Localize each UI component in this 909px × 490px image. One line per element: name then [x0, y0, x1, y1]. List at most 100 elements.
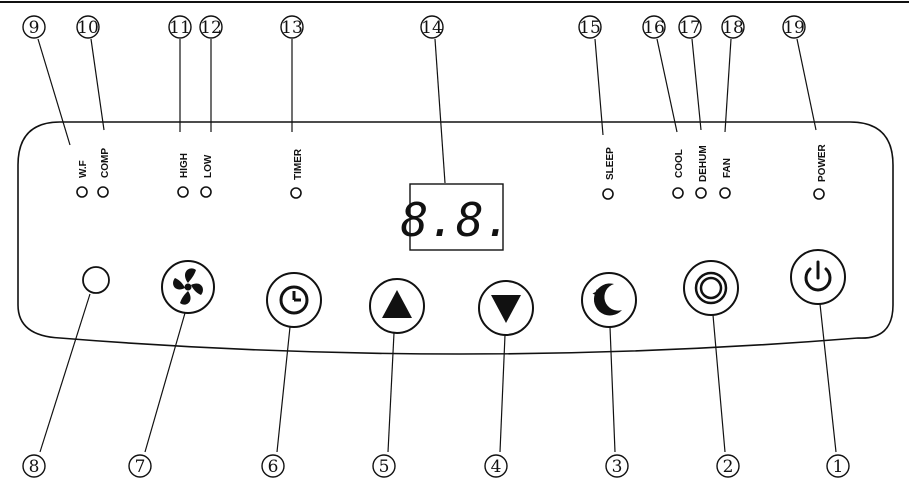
- callout-number: 9: [29, 18, 40, 38]
- callout-number: 16: [643, 18, 665, 38]
- leader-line: [819, 303, 837, 453]
- indicator-label: DEHUM: [698, 145, 709, 182]
- up-button[interactable]: [369, 278, 425, 334]
- button-ring[interactable]: [683, 260, 739, 316]
- callout-number: 18: [722, 18, 744, 38]
- led-icon: [76, 186, 88, 198]
- indicator-label: COMP: [100, 148, 111, 178]
- callout-number: 10: [77, 18, 99, 38]
- clock-icon: [279, 285, 309, 315]
- leader-line: [691, 38, 702, 131]
- indicator-wf: 9 W.F: [22, 15, 89, 198]
- leader-line: [276, 326, 291, 453]
- led-icon: [602, 188, 614, 200]
- indicator-label: SLEEP: [605, 147, 616, 180]
- leader-line: [37, 38, 71, 146]
- led-icon: [200, 186, 212, 198]
- power-icon: [804, 260, 832, 292]
- indicator-dehum: 17 DEHUM: [678, 15, 709, 199]
- callout-number: 7: [135, 457, 146, 477]
- display: 14 8.8.: [401, 15, 512, 251]
- down-button[interactable]: [478, 280, 534, 336]
- leader-line: [712, 314, 726, 453]
- callout-circle: [372, 454, 396, 478]
- triangle-down-icon: [491, 295, 521, 323]
- led-icon: [672, 187, 684, 199]
- indicator-label: TIMER: [293, 148, 304, 180]
- plain-button-icon[interactable]: [82, 266, 110, 294]
- callout-number: 12: [200, 18, 222, 38]
- indicator-label: W.F: [78, 160, 89, 178]
- led-icon: [290, 187, 302, 199]
- leader-line: [724, 38, 732, 133]
- indicator-label: FAN: [722, 158, 733, 178]
- leader-line: [39, 293, 91, 453]
- indicator-power: 19 POWER: [782, 15, 828, 200]
- callout-number: 3: [612, 457, 623, 477]
- indicator-cool: 16 COOL: [642, 15, 685, 199]
- display-frame: [409, 183, 504, 251]
- callout-circle: [578, 15, 602, 39]
- sleep-button[interactable]: [581, 272, 637, 328]
- callout-circle: [642, 15, 666, 39]
- led-icon: [813, 188, 825, 200]
- callout-number: 8: [29, 457, 40, 477]
- callout-number: 14: [421, 18, 443, 38]
- callout-number: 17: [679, 18, 701, 38]
- leader-line: [434, 38, 446, 184]
- leader-line: [90, 38, 105, 131]
- leader-line: [609, 326, 616, 453]
- display-digits: 8.8.: [401, 193, 512, 247]
- callout-circle: [22, 454, 46, 478]
- callout-circle: [280, 15, 304, 39]
- triangle-up-icon: [382, 290, 412, 318]
- moon-stars-icon: [592, 283, 622, 316]
- leader-line: [594, 38, 604, 136]
- callout-circle: [168, 15, 192, 39]
- indicator-label: LOW: [203, 154, 214, 178]
- mode-button[interactable]: [683, 260, 739, 316]
- led-icon: [97, 186, 109, 198]
- callout-circle: [782, 15, 806, 39]
- indicator-fan: 18 FAN: [719, 15, 745, 199]
- indicator-sleep: 15 SLEEP: [578, 15, 616, 200]
- timer-button[interactable]: [266, 272, 322, 328]
- callout-number: 5: [379, 457, 390, 477]
- callout-circle: [420, 15, 444, 39]
- leader-line: [387, 332, 395, 453]
- indicator-timer: 13 TIMER: [280, 15, 304, 199]
- callout-circle: [261, 454, 285, 478]
- callout-number: 19: [783, 18, 805, 38]
- led-icon: [695, 187, 707, 199]
- leader-line: [144, 312, 186, 453]
- indicator-label: POWER: [817, 143, 828, 182]
- callout-circle: [128, 454, 152, 478]
- callout-circle: [605, 454, 629, 478]
- plain-button[interactable]: [82, 266, 110, 294]
- callout-circle: [678, 15, 702, 39]
- indicator-comp: 10 COMP: [76, 15, 111, 198]
- callout-circle: [721, 15, 745, 39]
- fan-speed-button[interactable]: [161, 260, 215, 314]
- callout-number: 15: [579, 18, 601, 38]
- callout-number: 13: [281, 18, 303, 38]
- callout-number: 11: [169, 18, 191, 38]
- ring-icon: [694, 271, 728, 305]
- indicator-label: COOL: [674, 149, 685, 178]
- panel-outline: [17, 121, 894, 355]
- leader-line: [796, 38, 817, 131]
- leader-line: [499, 334, 506, 453]
- led-icon: [177, 186, 189, 198]
- led-icon: [719, 187, 731, 199]
- button-ring[interactable]: [581, 272, 637, 328]
- power-button[interactable]: [790, 249, 846, 305]
- callout-number: 4: [491, 457, 502, 477]
- callout-circle: [76, 15, 100, 39]
- callout-circle: [484, 454, 508, 478]
- indicator-label: HIGH: [179, 153, 190, 178]
- leader-line: [656, 38, 678, 133]
- indicator-low: 12 LOW: [199, 15, 223, 198]
- indicator-high: 11 HIGH: [168, 15, 192, 198]
- callout-number: 2: [723, 457, 734, 477]
